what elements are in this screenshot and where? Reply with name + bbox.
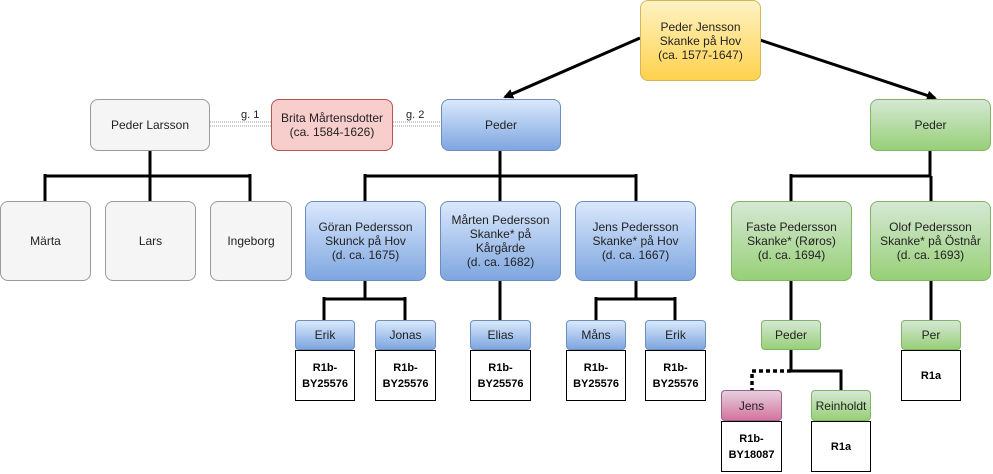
person-brita-martensdotter: Brita Mårtensdotter (ca. 1584-1626) <box>271 99 393 151</box>
marriage-line-1 <box>210 121 271 127</box>
branch-peder-larsson <box>43 150 252 202</box>
haplogroup-per: R1a <box>901 350 961 401</box>
person-peder-jensson-skanke: Peder Jensson Skanke på Hov (ca. 1577-16… <box>640 0 761 81</box>
arrow-root-to-peder-green <box>759 38 937 101</box>
person-marta: Märta <box>0 201 91 281</box>
arrow-root-to-peder-blue <box>503 36 641 99</box>
person-elias: Elias <box>470 320 531 350</box>
uncertain-link-jens <box>750 369 791 391</box>
person-marten-pedersson: Mårten Pedersson Skanke* på Kårgårde (d.… <box>440 201 561 281</box>
marriage-line-2 <box>393 121 441 127</box>
haplogroup-elias: R1b- BY25576 <box>470 350 531 401</box>
person-peder-larsson: Peder Larsson <box>90 99 210 151</box>
branch-goran <box>322 280 407 321</box>
person-erik-1: Erik <box>295 320 355 350</box>
haplogroup-erik-2: R1b- BY25576 <box>645 350 706 401</box>
person-peder-green: Peder <box>870 99 991 151</box>
person-goran-pedersson: Göran Pedersson Skunck på Hov (d. ca. 16… <box>305 201 426 281</box>
person-jens: Jens <box>721 390 782 421</box>
person-jens-pedersson: Jens Pedersson Skanke* på Hov (d. ca. 16… <box>575 201 696 281</box>
person-peder-small: Peder <box>761 320 821 350</box>
branch-peder-reinholdt <box>789 350 843 391</box>
branch-jens-pedersson <box>594 280 677 321</box>
person-erik-2: Erik <box>645 320 706 350</box>
person-per: Per <box>901 320 961 350</box>
person-peder-blue: Peder <box>441 99 561 151</box>
person-jonas: Jonas <box>375 320 436 350</box>
haplogroup-erik-1: R1b- BY25576 <box>295 350 355 401</box>
person-mans: Måns <box>566 320 626 350</box>
branch-peder-green <box>789 150 933 202</box>
person-reinholdt: Reinholdt <box>811 390 871 421</box>
marriage-label-1: g. 1 <box>240 109 261 121</box>
branch-peder-blue <box>363 150 638 202</box>
person-lars: Lars <box>105 201 196 281</box>
person-olof-pedersson: Olof Pedersson Skanke* på Östnår (d. ca.… <box>870 201 991 281</box>
haplogroup-reinholdt: R1a <box>811 421 871 472</box>
haplogroup-mans: R1b- BY25576 <box>566 350 626 401</box>
haplogroup-jens: R1b- BY18087 <box>721 421 782 472</box>
person-ingeborg: Ingeborg <box>210 201 292 281</box>
marriage-label-2: g. 2 <box>405 109 426 121</box>
person-faste-pedersson: Faste Pedersson Skanke* (Røros) (d. ca. … <box>731 201 852 281</box>
haplogroup-jonas: R1b- BY25576 <box>375 350 436 401</box>
